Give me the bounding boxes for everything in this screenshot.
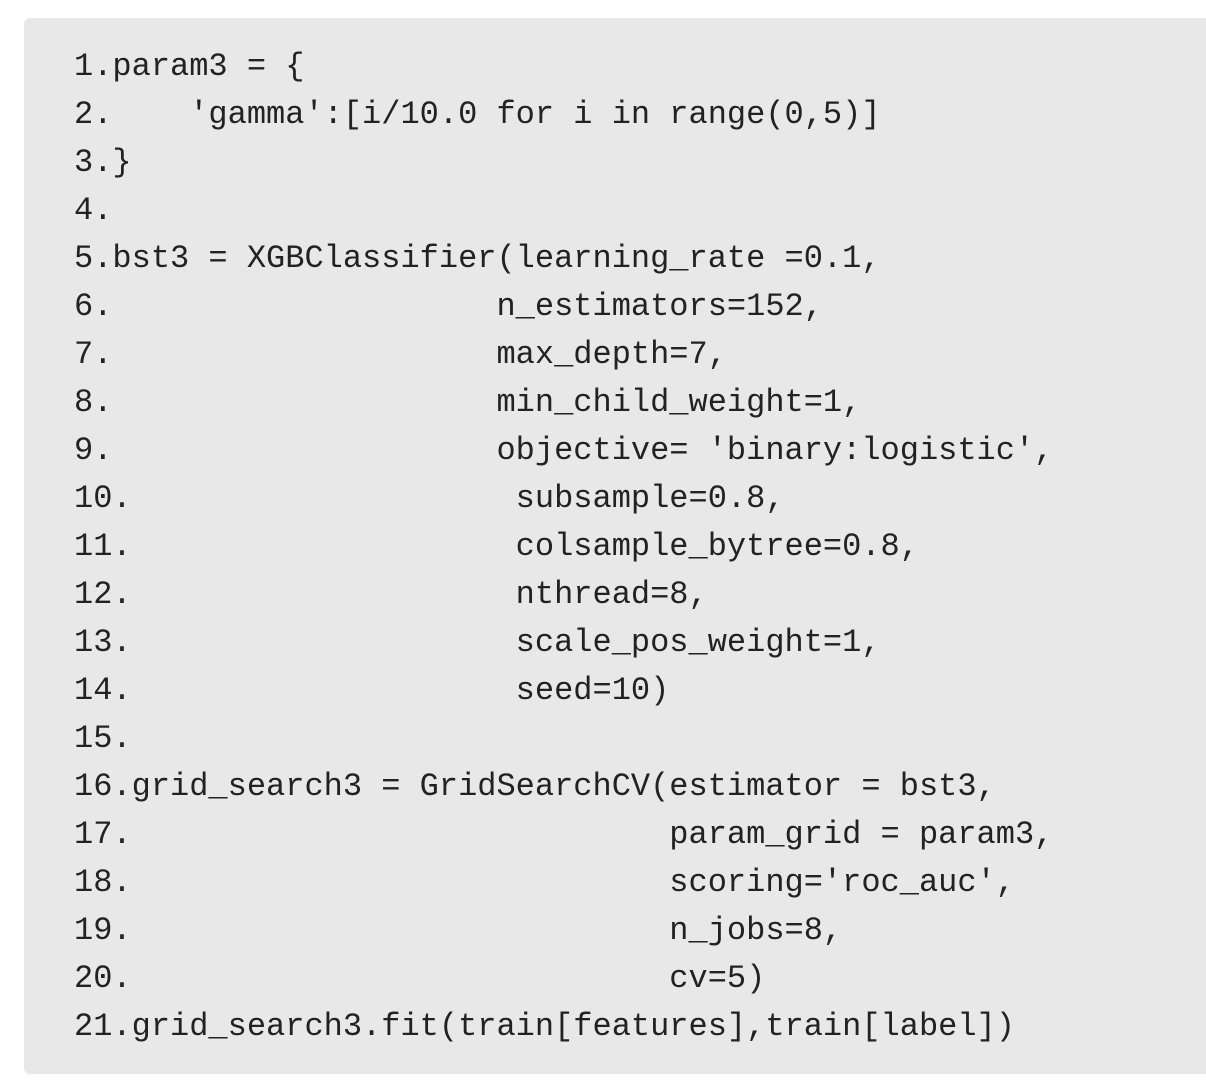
code-line: 19. n_jobs=8, xyxy=(74,912,843,949)
code-line: 2. 'gamma':[i/10.0 for i in range(0,5)] xyxy=(74,96,881,133)
code-line: 3.} xyxy=(74,144,132,181)
code-line: 4. xyxy=(74,192,113,229)
code-line: 5.bst3 = XGBClassifier(learning_rate =0.… xyxy=(74,240,881,277)
code-line: 18. scoring='roc_auc', xyxy=(74,864,1015,901)
code-line: 1.param3 = { xyxy=(74,48,305,85)
code-line: 8. min_child_weight=1, xyxy=(74,384,862,421)
code-line: 6. n_estimators=152, xyxy=(74,288,823,325)
code-line: 7. max_depth=7, xyxy=(74,336,727,373)
code-line: 20. cv=5) xyxy=(74,960,766,997)
code-line: 9. objective= 'binary:logistic', xyxy=(74,432,1054,469)
code-block: 1.param3 = { 2. 'gamma':[i/10.0 for i in … xyxy=(24,18,1206,1074)
code-line: 15. xyxy=(74,720,132,757)
code-line: 17. param_grid = param3, xyxy=(74,816,1054,853)
code-line: 10. subsample=0.8, xyxy=(74,480,785,517)
code-line: 11. colsample_bytree=0.8, xyxy=(74,528,919,565)
code-line: 12. nthread=8, xyxy=(74,576,708,613)
code-line: 21.grid_search3.fit(train[features],trai… xyxy=(74,1008,1015,1045)
code-line: 13. scale_pos_weight=1, xyxy=(74,624,881,661)
code-line: 16.grid_search3 = GridSearchCV(estimator… xyxy=(74,768,996,805)
code-line: 14. seed=10) xyxy=(74,672,670,709)
